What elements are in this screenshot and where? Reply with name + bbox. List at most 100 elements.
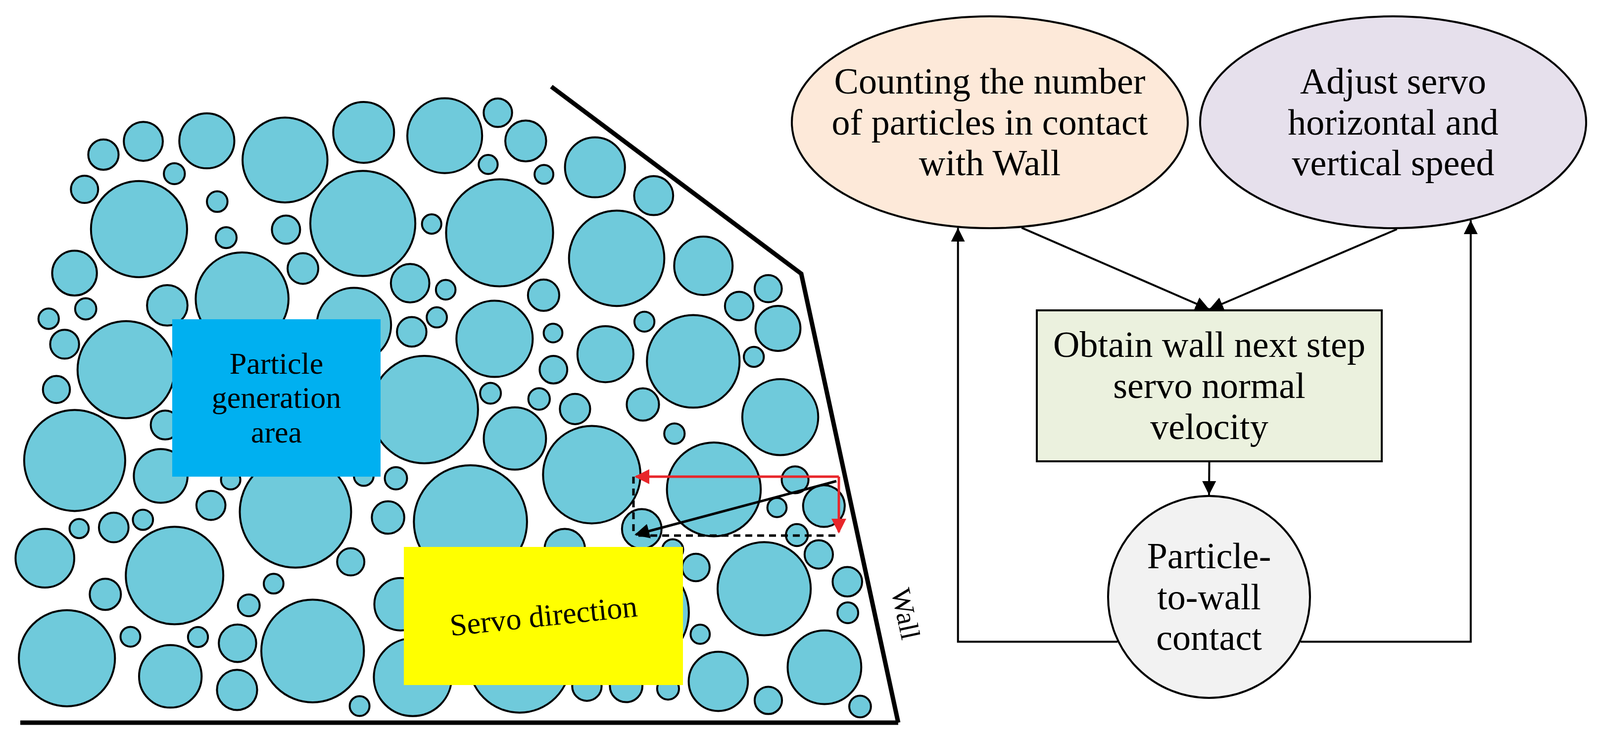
particle	[337, 548, 365, 576]
node-shape	[172, 319, 381, 477]
particle	[120, 626, 141, 647]
particle	[754, 275, 782, 303]
particle	[18, 610, 115, 707]
particle	[787, 630, 862, 705]
particles	[15, 98, 871, 718]
particle	[426, 307, 447, 328]
particle	[15, 528, 75, 588]
particle	[91, 181, 188, 278]
node-label: Particle generation area	[182, 346, 371, 450]
particle	[218, 624, 257, 663]
particle	[832, 566, 863, 597]
particle	[333, 101, 394, 163]
node-shape	[791, 16, 1188, 229]
particle	[89, 578, 121, 610]
process-circle: Particle- to-wall contact	[1107, 494, 1311, 699]
particle	[634, 311, 655, 332]
node-label: Counting the number of particles in cont…	[831, 60, 1149, 185]
node-shape	[1200, 16, 1587, 229]
particle	[483, 98, 512, 127]
particle	[422, 214, 442, 234]
particle	[123, 121, 163, 161]
particle	[543, 323, 563, 343]
flow-arrow	[1209, 229, 1398, 310]
particle	[242, 117, 328, 203]
node-label: Obtain wall next step servo normal veloc…	[1051, 324, 1368, 448]
particle	[505, 120, 547, 162]
particle	[725, 291, 754, 321]
node-shape	[1108, 495, 1310, 698]
particle	[837, 602, 859, 624]
particle	[436, 280, 456, 300]
node-label: Particle- to-wall contact	[1127, 535, 1291, 659]
particle	[69, 518, 90, 538]
particle	[349, 695, 370, 716]
particle	[528, 387, 550, 410]
particle	[385, 467, 408, 490]
particle	[767, 497, 787, 518]
flow-arrow	[1021, 227, 1210, 310]
particle	[688, 651, 749, 712]
particle	[70, 175, 98, 203]
particle	[742, 379, 819, 455]
particle	[674, 236, 733, 295]
particle	[206, 191, 228, 213]
servo-vectors	[633, 476, 839, 536]
particle	[849, 695, 872, 718]
particle	[445, 179, 553, 287]
particle	[528, 279, 560, 311]
particle	[238, 594, 260, 617]
particle	[484, 407, 547, 470]
wall-label: Wall	[884, 584, 927, 642]
particle	[569, 210, 665, 307]
particle	[77, 321, 175, 419]
particle	[534, 164, 554, 184]
particle	[407, 98, 483, 174]
particle	[664, 423, 685, 444]
particle	[43, 376, 71, 404]
particle	[577, 326, 634, 383]
particle	[681, 553, 710, 582]
particle	[804, 540, 833, 569]
particle	[215, 227, 237, 248]
particle	[539, 355, 568, 384]
particle	[216, 669, 257, 710]
particle	[717, 541, 811, 635]
particle	[271, 215, 300, 244]
particle	[287, 253, 319, 285]
particle	[754, 686, 782, 714]
particle	[559, 393, 590, 425]
particle	[179, 113, 235, 169]
region-box: Servo direction	[402, 545, 684, 686]
particle	[49, 329, 79, 359]
particle	[263, 573, 284, 594]
node-shape	[1036, 310, 1382, 462]
node-shape	[403, 546, 683, 685]
particle	[743, 346, 764, 367]
particle	[88, 139, 119, 170]
particle	[132, 509, 153, 531]
particle	[633, 176, 674, 216]
particle	[139, 644, 202, 708]
region-box: Particle generation area	[171, 318, 382, 478]
particle	[24, 409, 126, 511]
particle	[480, 383, 501, 404]
particle	[163, 163, 185, 185]
particle	[196, 490, 226, 521]
process-ellipse: Counting the number of particles in cont…	[790, 15, 1189, 230]
particle	[38, 308, 59, 329]
particle	[755, 305, 801, 351]
particle	[188, 627, 208, 647]
particle	[690, 624, 710, 644]
particle	[98, 512, 129, 543]
particle	[75, 298, 97, 320]
particle	[371, 501, 405, 534]
process-box: Obtain wall next step servo normal veloc…	[1035, 309, 1383, 463]
particle	[125, 526, 224, 625]
particle	[310, 170, 416, 276]
particle	[626, 388, 659, 421]
particle	[396, 317, 427, 347]
particle	[51, 250, 97, 296]
particle	[390, 263, 430, 303]
particle	[646, 314, 740, 408]
